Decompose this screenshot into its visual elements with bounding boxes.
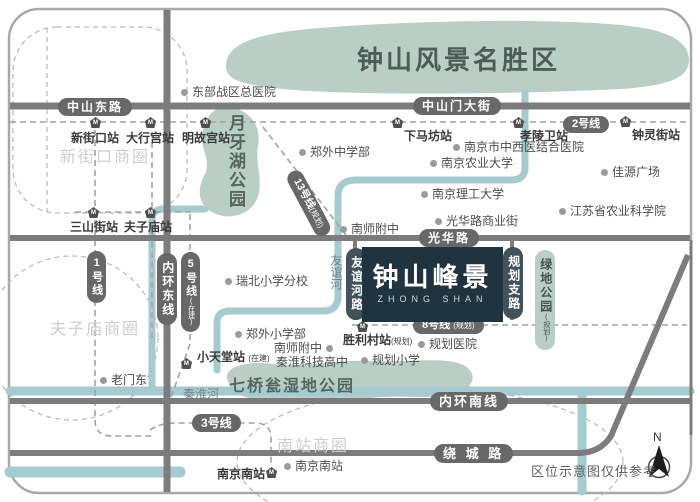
line-pill-3: 3号线 <box>192 414 241 432</box>
station-label-fuzimiao: 夫子庙站 <box>124 220 173 234</box>
poi-dot-icon <box>559 207 566 215</box>
station-label-xinjiekou: 新街口站 <box>71 131 120 145</box>
station-label-xiamafang: 下马坊站 <box>404 129 453 143</box>
line-pill-2: 2号线 <box>563 116 610 133</box>
park-pill-greenland: 绿地公园(规划) <box>535 250 555 350</box>
poi-planned-primary: 规划小学 <box>361 354 420 366</box>
poi-dot-icon <box>361 356 368 364</box>
compass-north-label: N <box>653 430 662 444</box>
station-label-daxinggong: 大行宫站 <box>126 131 175 145</box>
poi-planned-hospital: 规划医院 <box>418 338 477 350</box>
line-pill-1: 1号线 <box>87 251 106 303</box>
district-label-south-station: 南站商圈 <box>277 438 350 455</box>
poi-agricultural-university: 南京农业大学 <box>430 157 513 169</box>
poi-dot-icon <box>453 143 460 151</box>
metro-icon-xiaolingwei: M <box>513 117 524 128</box>
zhongshan-scenic-blob <box>225 20 690 94</box>
road-pill-zhongshanmen-ave: 中山门大街 <box>413 97 502 115</box>
poi-dot-icon <box>326 344 334 352</box>
poi-dot-icon <box>299 148 306 156</box>
road-pill-neihuan-east: 内环东线 <box>157 253 177 325</box>
metro-icon-zhonglingjie: M <box>620 116 631 127</box>
map-disclaimer: 区位示意图仅供参考 <box>531 464 658 479</box>
station-label-sanshanjie: 三山街站 <box>70 220 119 234</box>
district-label-fuzimiao: 夫子庙商圈 <box>50 321 141 338</box>
metro-icon-sanshanjie: M <box>88 207 99 218</box>
station-label-xiaotiantang: 小天堂站 (在建) <box>197 350 270 364</box>
poi-dot-icon <box>601 168 608 176</box>
road-network <box>10 10 693 492</box>
poi-dot-icon <box>225 277 232 285</box>
poi-univ-sci-tech: 南京理工大学 <box>421 188 504 200</box>
river-label-youyi: 友谊河 <box>329 254 343 290</box>
road-pill-raocheng: 绕 城 路 <box>434 444 514 463</box>
poi-agri-academy: 江苏省农业科学院 <box>559 205 666 217</box>
road-pill-neihuan-south: 内环南线 <box>430 392 509 411</box>
road-pill-zhongshan-east: 中山东路 <box>58 98 133 116</box>
poi-jiayuan-plaza: 佳源广场 <box>601 166 660 178</box>
poi-dot-icon <box>340 225 347 233</box>
road-pill-planned-branch: 规划支路 <box>503 247 523 319</box>
poi-dot-icon <box>435 217 442 225</box>
project-logo: 钟山峰景 ZHONG SHAN <box>362 247 503 322</box>
station-label-xiaolingwei: 孝陵卫站 <box>520 129 569 143</box>
youyi-river <box>213 89 529 374</box>
road-pill-guanghua: 光华路 <box>419 229 480 247</box>
district-label-xinjiekou: 新街口商圈 <box>60 149 151 166</box>
metro-icon-minggugong: M <box>200 117 211 128</box>
station-label-nanjing-south-metro: 南京南站 <box>217 467 266 481</box>
compass-icon <box>647 445 671 479</box>
poi-dot-icon <box>284 462 291 470</box>
metro-icon-daxinggong: M <box>145 117 156 128</box>
line-pill-5: 5号线(在建) <box>181 252 200 332</box>
poi-dot-icon <box>418 340 425 348</box>
poi-dot-icon <box>421 190 428 198</box>
poi-nanshi-fuzhong-south: 南师附中 <box>274 342 334 354</box>
poi-dot-icon <box>235 330 242 338</box>
project-subtitle: ZHONG SHAN <box>377 294 488 304</box>
scenic-area-label: 钟山风景名胜区 <box>357 45 561 75</box>
project-title: 钟山峰景 <box>372 263 493 293</box>
station-label-zhonglingjie: 钟灵街站 <box>632 128 681 142</box>
yueyahu-park-blob <box>199 106 260 217</box>
line3-path-lower <box>149 422 272 465</box>
raocheng-road-line <box>10 253 691 456</box>
metro-icon-nanjing-south: M <box>266 467 277 478</box>
road-pill-youyihe: 友谊河路 <box>346 248 366 320</box>
station-label-minggugong: 明故宫站 <box>182 131 231 145</box>
station-label-shenglicun: 胜利村站(规划) <box>343 333 413 347</box>
park-label-qiqiaoweng: 七桥瓮湿地公园 <box>229 378 356 395</box>
river-label-qinhuai: 秦淮河 <box>183 387 220 401</box>
poi-nanshi-fuzhong-north: 南师附中 <box>340 223 399 235</box>
poi-guanghua-commercial-street: 光华路商业街 <box>435 215 518 227</box>
poi-dot-icon <box>181 88 188 96</box>
poi-laomendong: 老门东 <box>100 374 147 386</box>
metro-icon-xiamafang: M <box>392 117 403 128</box>
poi-zhengwai-middle-school: 郑外中学部 <box>299 146 370 158</box>
poi-zhengwai-primary: 郑外小学部 <box>235 328 306 340</box>
poi-qinhuai-tech-high: 秦淮科技高中 <box>276 355 349 369</box>
poi-tcm-western-hospital: 南京市中西医结合医院 <box>453 141 584 153</box>
line1-path <box>94 110 152 437</box>
metro-icon-fuzimiao: M <box>145 207 156 218</box>
metro-icon-xinjiekou: M <box>90 117 101 128</box>
metro-icon-shenglicun: M <box>357 321 368 332</box>
poi-eastern-theater-hospital: 东部战区总医院 <box>181 86 276 98</box>
poi-dot-icon <box>430 159 437 167</box>
poi-dot-icon <box>100 376 107 384</box>
rivers <box>4 89 695 496</box>
poi-ruibei-primary-branch: 瑞北小学分校 <box>225 275 308 287</box>
metro-icon-xiaotiantang: M <box>181 358 192 369</box>
poi-nanjing-south-rail: 南京南站 <box>284 460 343 472</box>
park-label-yueyahu: 月牙湖公园 <box>226 114 245 209</box>
